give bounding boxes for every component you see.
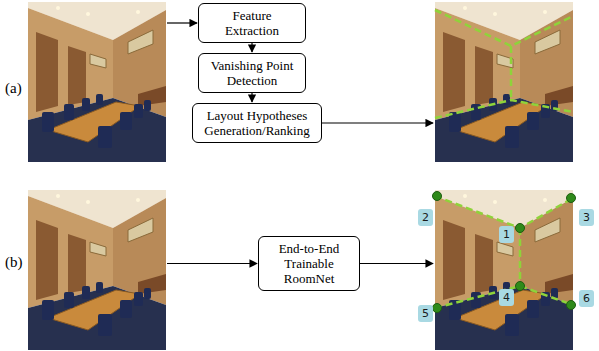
flow-arrow [251, 93, 252, 102]
flow-arrow [251, 43, 252, 52]
panel-label: (a) [5, 80, 22, 97]
callout-number: 6 [579, 290, 594, 307]
room-photo [28, 190, 166, 350]
process-box: Feature Extraction [198, 3, 306, 43]
input-arrow [167, 22, 197, 23]
keypoint-overlay [433, 192, 576, 313]
box-label: Feature Extraction [207, 8, 297, 38]
process-box: Layout Hypotheses Generation/Ranking [192, 103, 322, 143]
process-box: End-to-End Trainable RoomNet [258, 236, 360, 291]
output-arrow [322, 122, 433, 123]
callout-number: 2 [418, 209, 433, 226]
panel-label: (b) [5, 254, 23, 271]
callout-number: 4 [499, 289, 514, 306]
box-label: Vanishing Point Detection [207, 58, 297, 88]
output-arrow [360, 263, 433, 264]
input-arrow [167, 263, 257, 264]
layout-overlay [435, 10, 573, 118]
room-photo [28, 2, 166, 162]
process-box: Vanishing Point Detection [198, 53, 306, 93]
box-label: Layout Hypotheses Generation/Ranking [201, 108, 313, 138]
callout-number: 5 [418, 305, 433, 322]
callout-number: 3 [579, 209, 594, 226]
room-photo [435, 190, 573, 350]
callout-number: 1 [499, 226, 514, 243]
box-label: End-to-End Trainable RoomNet [267, 241, 351, 286]
room-photo [435, 2, 573, 162]
